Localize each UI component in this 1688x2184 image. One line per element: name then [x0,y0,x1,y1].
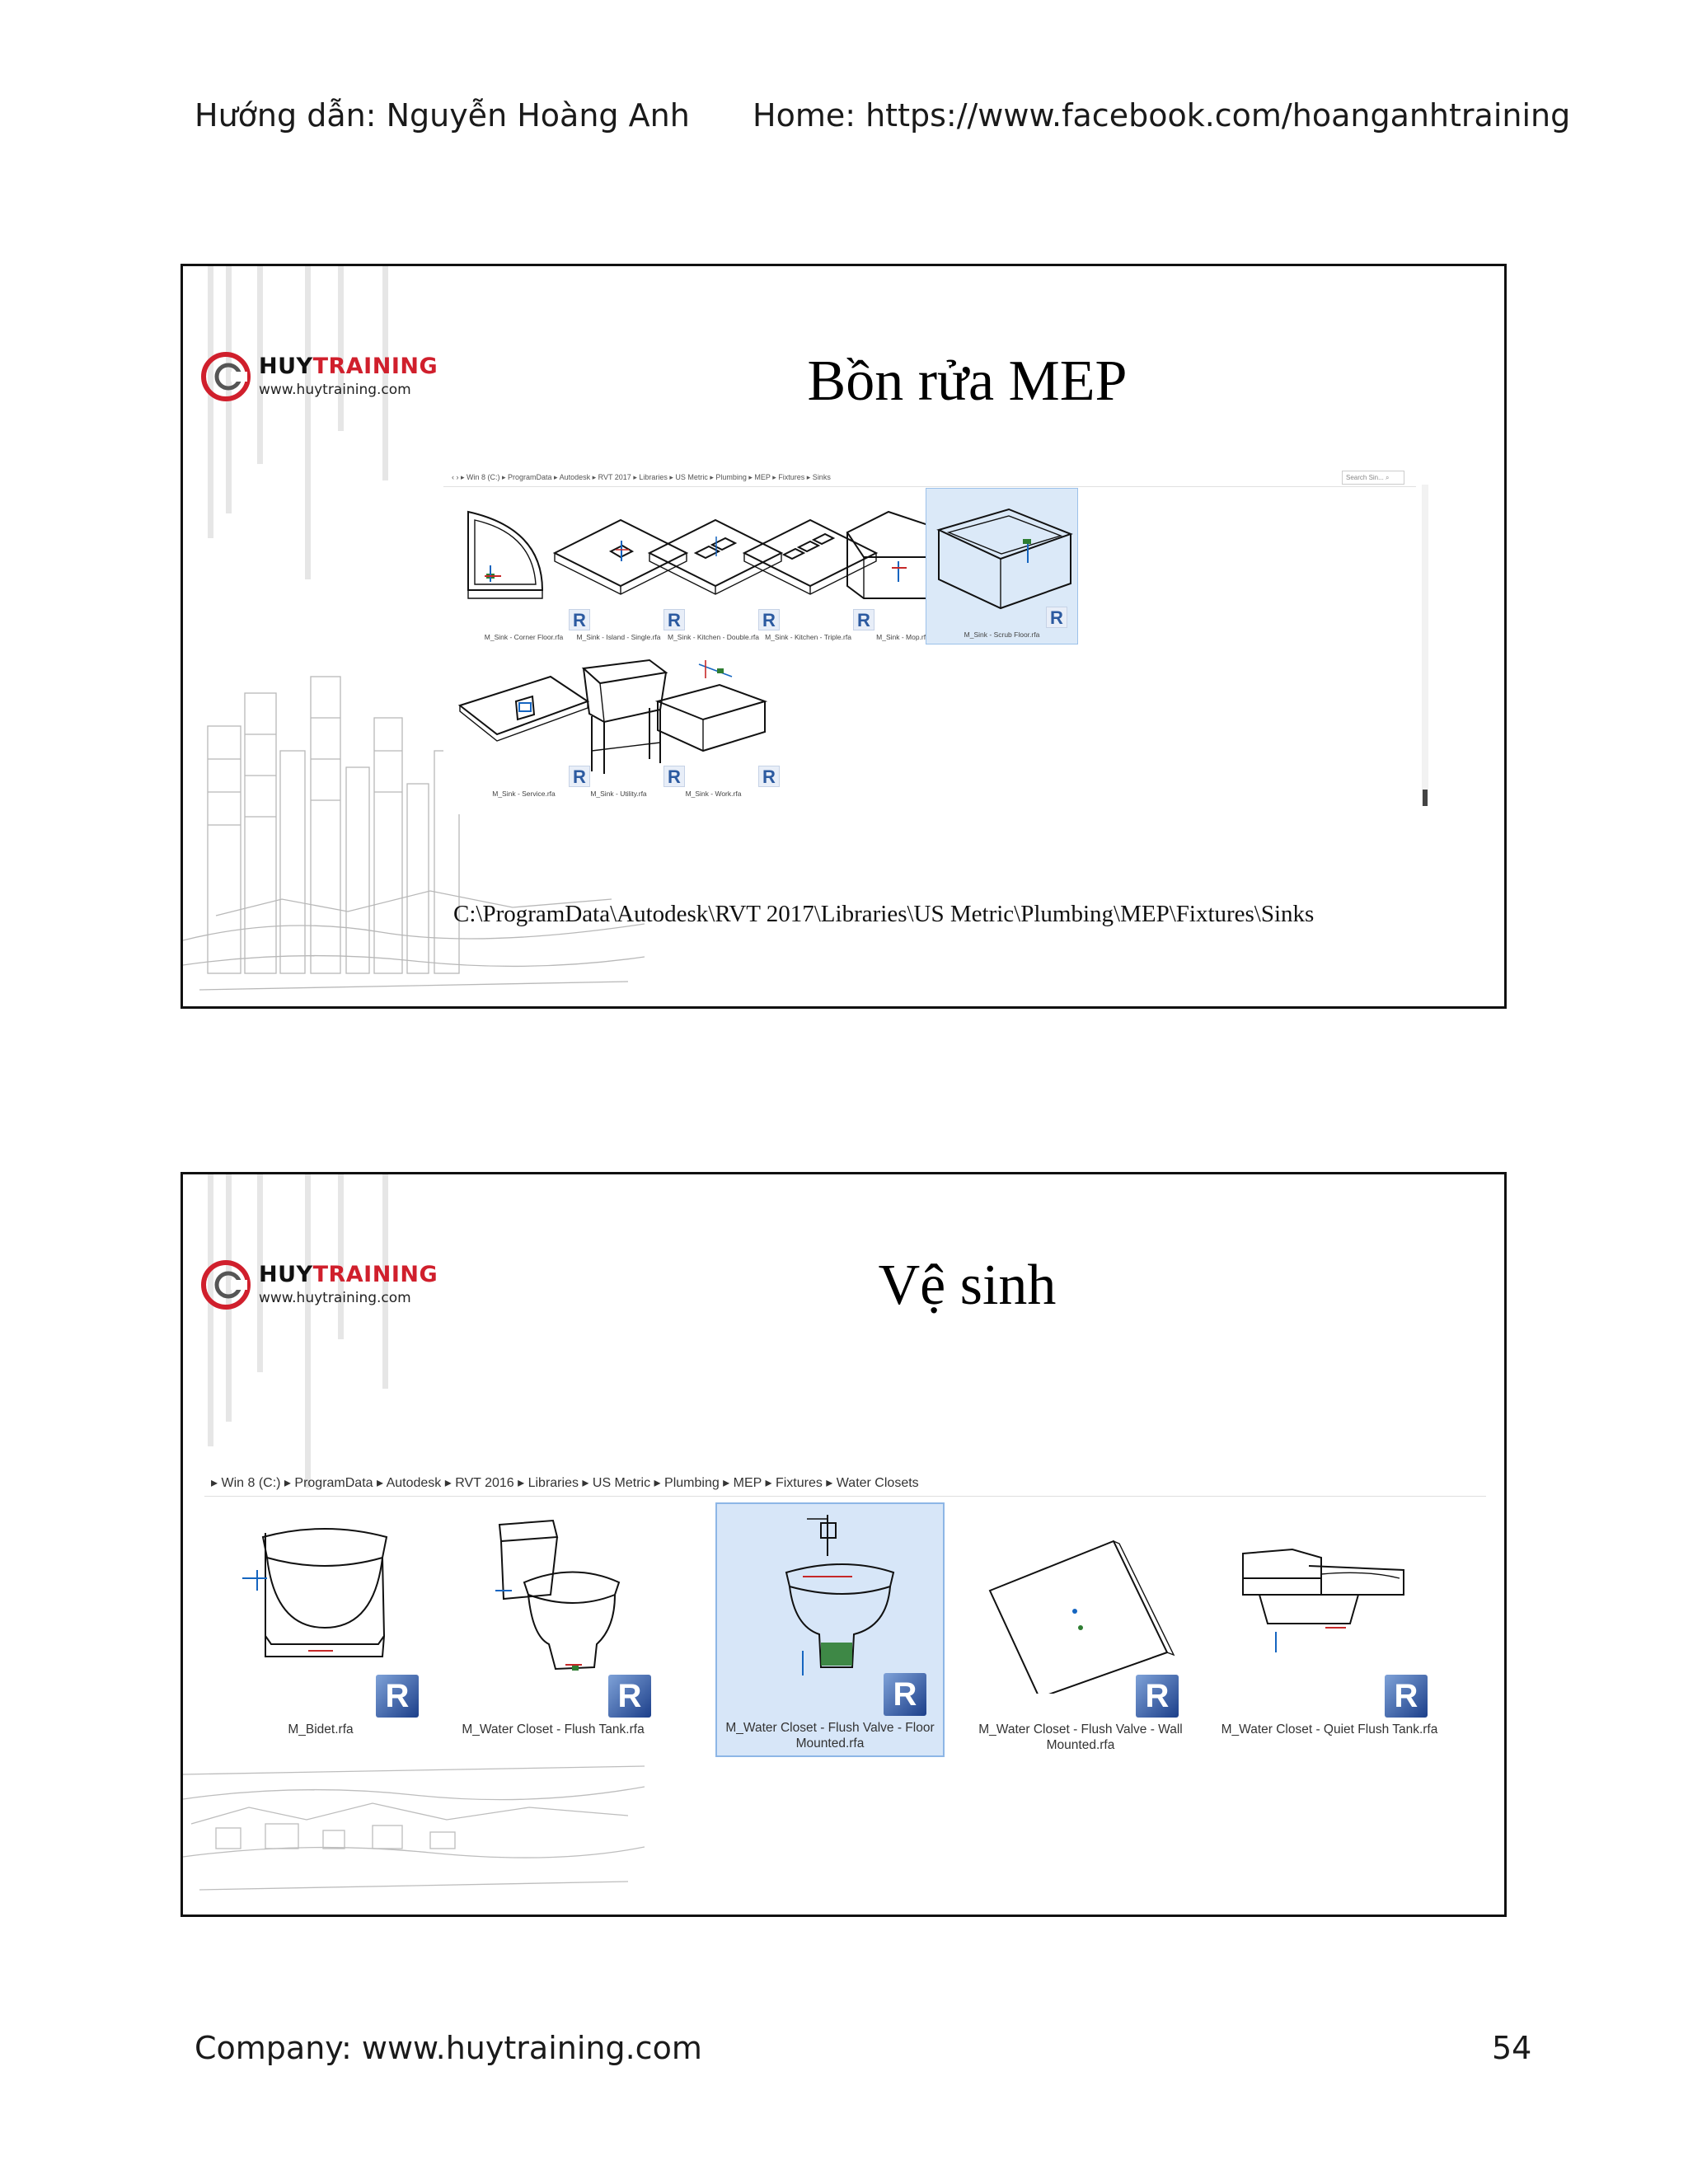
revit-icon: R [758,609,780,630]
toilet-wall-mounted-icon [988,1540,1175,1694]
file-name: M_Sink - Scrub Floor.rfa [964,630,1040,639]
revit-icon: R [608,1675,651,1718]
revit-icon: R [663,766,685,787]
file-item[interactable]: R M_Sink - Kitchen - Triple.rfa [732,491,884,648]
file-name: M_Water Closet - Flush Valve - Floor Mou… [725,1721,935,1750]
sink-utility-icon [581,658,668,774]
file-item[interactable]: R M_Sink - Kitchen - Double.rfa [637,491,790,648]
file-name: M_Sink - Work.rfa [685,790,742,798]
footer-company[interactable]: Company: www.huytraining.com [195,2030,702,2066]
file-item[interactable]: R M_Water Closet - Quiet Flush Tank.rfa [1215,1506,1444,1757]
sink-kitchen-double-icon [647,518,784,595]
file-name: M_Bidet.rfa [288,1722,354,1736]
breadcrumb[interactable]: ▸ Win 8 (C:) ▸ ProgramData ▸ Autodesk ▸ … [211,1476,919,1490]
search-input[interactable]: Search Sin... ⌕ [1342,471,1404,485]
sink-kitchen-triple-icon [742,518,879,595]
revit-icon: R [853,609,874,630]
logo-mark-icon [201,1260,251,1310]
sink-island-icon [552,518,689,595]
file-name: M_Sink - Kitchen - Triple.rfa [765,633,851,641]
revit-icon: R [884,1673,926,1716]
revit-icon: R [663,609,685,630]
file-explorer: ‹ › ▸ Win 8 (C:) ▸ ProgramData ▸ Autodes… [443,468,1428,814]
toilet-flush-tank-icon [495,1519,621,1671]
huytraining-logo: HUYTRAINING www.huytraining.com [199,349,438,406]
scrollbar-thumb[interactable] [1423,790,1428,806]
logo-brand: HUYTRAINING [259,1262,438,1287]
file-item[interactable]: R M_Water Closet - Flush Tank.rfa [438,1506,668,1757]
file-item-selected[interactable]: R M_Water Closet - Flush Valve - Floor M… [715,1502,945,1757]
revit-icon: R [1136,1675,1179,1718]
revit-icon: R [569,766,590,787]
file-item[interactable]: R M_Water Closet - Flush Valve - Wall Mo… [966,1506,1195,1757]
decorative-poles [183,266,430,579]
file-item[interactable]: R M_Sink - Island - Single.rfa [542,491,695,648]
sink-work-icon [654,660,768,752]
file-name: M_Sink - Kitchen - Double.rfa [667,633,760,641]
breadcrumb[interactable]: ‹ › ▸ Win 8 (C:) ▸ ProgramData ▸ Autodes… [452,473,831,481]
logo-url: www.huytraining.com [259,382,411,398]
address-bar[interactable]: ▸ Win 8 (C:) ▸ ProgramData ▸ Autodesk ▸ … [204,1471,1486,1497]
bidet-icon [242,1528,388,1657]
file-name: M_Water Closet - Flush Tank.rfa [462,1722,645,1736]
decorative-poles [183,1174,430,1488]
revit-icon: R [376,1675,419,1718]
logo-url: www.huytraining.com [259,1290,411,1306]
file-item[interactable]: R M_Sink - Work.rfa [637,648,790,804]
folder-path-note: C:\ProgramData\Autodesk\RVT 2017\Librari… [453,901,1315,927]
revit-icon: R [569,609,590,630]
file-name: M_Sink - Mop.rfa [876,633,930,641]
scrollbar[interactable] [1422,485,1428,806]
file-name: M_Water Closet - Quiet Flush Tank.rfa [1221,1722,1438,1736]
file-name: M_Sink - Service.rfa [492,790,556,798]
page-number: 54 [1492,2030,1532,2066]
revit-icon: R [1046,607,1067,628]
file-name: M_Water Closet - Flush Valve - Wall Moun… [978,1722,1183,1752]
file-name: M_Sink - Island - Single.rfa [576,633,661,641]
huytraining-logo: HUYTRAINING www.huytraining.com [199,1257,438,1315]
sink-corner-icon [467,510,544,599]
file-item[interactable]: R M_Sink - Utility.rfa [542,648,695,804]
revit-icon: R [758,766,780,787]
sink-scrub-icon [936,508,1073,610]
file-item-selected[interactable]: R M_Sink - Scrub Floor.rfa [926,488,1078,644]
toilet-quiet-flush-icon [1242,1548,1404,1652]
slide-sinks: HUYTRAINING www.huytraining.com Bồn rửa … [181,264,1507,1009]
header-home-link[interactable]: Home: https://www.facebook.com/hoanganht… [753,97,1571,134]
logo-mark-icon [201,352,251,401]
header-author: Hướng dẫn: Nguyễn Hoàng Anh [195,97,690,134]
file-item[interactable]: R M_Bidet.rfa [206,1506,435,1757]
slide-title: Bồn rửa MEP [807,349,1128,413]
file-name: M_Sink - Corner Floor.rfa [484,633,564,641]
address-bar[interactable]: ‹ › ▸ Win 8 (C:) ▸ ProgramData ▸ Autodes… [443,468,1416,487]
toilet-floor-mounted-icon [785,1515,895,1675]
slide-title: Vệ sinh [878,1254,1057,1317]
logo-brand: HUYTRAINING [259,354,438,379]
file-name: M_Sink - Utility.rfa [590,790,647,798]
city-sketch-background [183,1765,645,1891]
file-item[interactable]: R M_Sink - Corner Floor.rfa [448,491,600,648]
slide-water-closets: HUYTRAINING www.huytraining.com Vệ sinh … [181,1172,1507,1917]
revit-icon: R [1385,1675,1428,1718]
